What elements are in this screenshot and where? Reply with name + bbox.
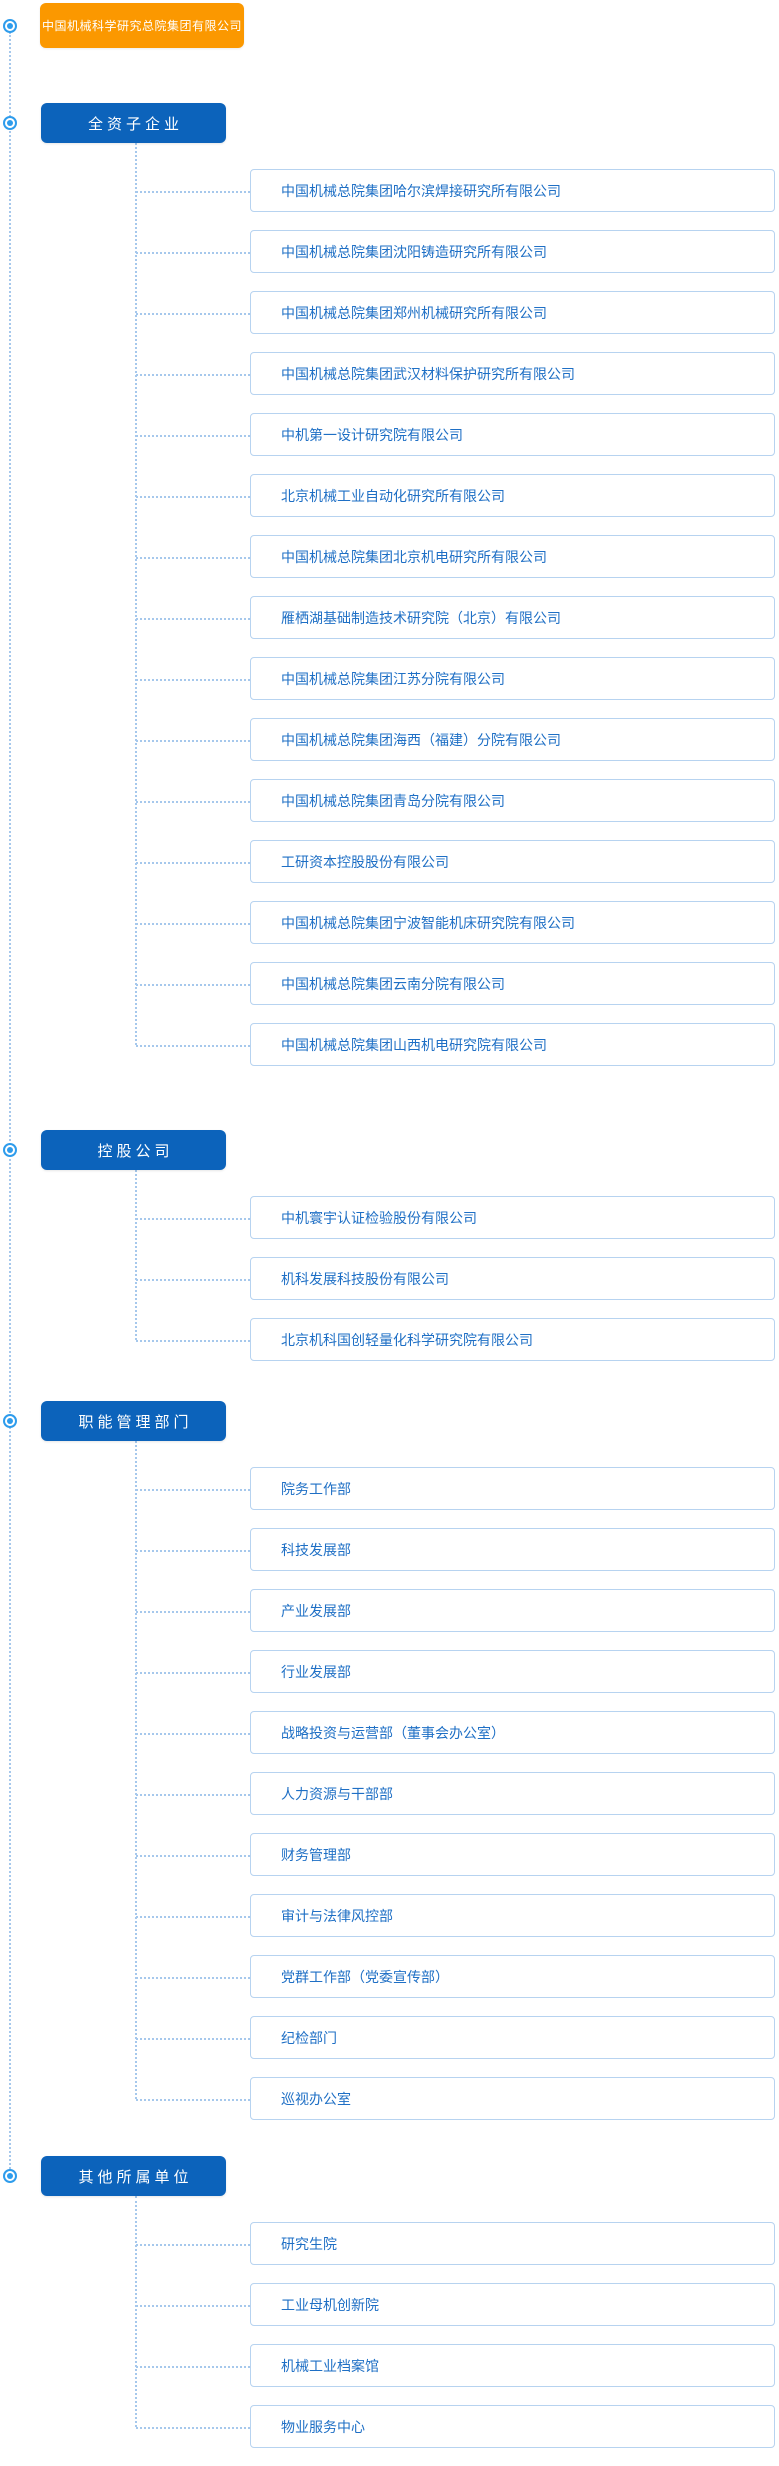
- tree-bullet-icon: [3, 2169, 17, 2183]
- section-button-departments[interactable]: 职能管理部门: [41, 1401, 226, 1441]
- org-item[interactable]: 党群工作部（党委宣传部）: [136, 1955, 775, 1998]
- section-items: 中国机械总院集团哈尔滨焊接研究所有限公司 中国机械总院集团沈阳铸造研究所有限公司…: [135, 143, 775, 1066]
- tree-bullet-icon: [3, 116, 17, 130]
- bullet-dot-icon: [7, 2173, 13, 2179]
- section-items: 研究生院 工业母机创新院 机械工业档案馆 物业服务中心: [135, 2196, 775, 2448]
- org-item[interactable]: 产业发展部: [136, 1589, 775, 1632]
- tree-bullet-icon: [3, 1143, 17, 1157]
- org-item[interactable]: 工业母机创新院: [136, 2283, 775, 2326]
- section-functional-departments: 职能管理部门 院务工作部 科技发展部 产业发展部 行业发展部 战略投资与运营部（…: [0, 1401, 779, 2120]
- section-wholly-owned: 全资子企业 中国机械总院集团哈尔滨焊接研究所有限公司 中国机械总院集团沈阳铸造研…: [0, 103, 779, 1066]
- section-items: 中机寰宇认证检验股份有限公司 机科发展科技股份有限公司 北京机科国创轻量化科学研…: [135, 1170, 775, 1361]
- org-item[interactable]: 中国机械总院集团云南分院有限公司: [136, 962, 775, 1005]
- bullet-dot-icon: [7, 120, 13, 126]
- tree-bullet-icon: [3, 18, 17, 33]
- org-item[interactable]: 中国机械总院集团山西机电研究院有限公司: [136, 1023, 775, 1066]
- org-item[interactable]: 中国机械总院集团沈阳铸造研究所有限公司: [136, 230, 775, 273]
- tree-bullet-icon: [3, 1414, 17, 1428]
- org-item[interactable]: 中国机械总院集团宁波智能机床研究院有限公司: [136, 901, 775, 944]
- org-item[interactable]: 行业发展部: [136, 1650, 775, 1693]
- org-item[interactable]: 北京机械工业自动化研究所有限公司: [136, 474, 775, 517]
- org-item[interactable]: 中机第一设计研究院有限公司: [136, 413, 775, 456]
- org-item[interactable]: 科技发展部: [136, 1528, 775, 1571]
- section-items: 院务工作部 科技发展部 产业发展部 行业发展部 战略投资与运营部（董事会办公室）…: [135, 1441, 775, 2120]
- org-item[interactable]: 研究生院: [136, 2222, 775, 2265]
- org-item[interactable]: 中国机械总院集团北京机电研究所有限公司: [136, 535, 775, 578]
- root-node[interactable]: 中国机械科学研究总院集团有限公司: [40, 3, 244, 48]
- section-header-row: 全资子企业: [0, 103, 779, 143]
- org-item[interactable]: 纪检部门: [136, 2016, 775, 2059]
- org-item[interactable]: 中国机械总院集团海西（福建）分院有限公司: [136, 718, 775, 761]
- org-item[interactable]: 院务工作部: [136, 1467, 775, 1510]
- org-item[interactable]: 中国机械总院集团青岛分院有限公司: [136, 779, 775, 822]
- org-item[interactable]: 财务管理部: [136, 1833, 775, 1876]
- org-item[interactable]: 雁栖湖基础制造技术研究院（北京）有限公司: [136, 596, 775, 639]
- section-other-units: 其他所属单位 研究生院 工业母机创新院 机械工业档案馆 物业服务中心: [0, 2156, 779, 2448]
- org-item[interactable]: 工研资本控股股份有限公司: [136, 840, 775, 883]
- org-item[interactable]: 人力资源与干部部: [136, 1772, 775, 1815]
- tree-spine-line: [9, 32, 11, 2176]
- section-header-row: 职能管理部门: [0, 1401, 779, 1441]
- org-item[interactable]: 机械工业档案馆: [136, 2344, 775, 2387]
- org-item[interactable]: 中国机械总院集团武汉材料保护研究所有限公司: [136, 352, 775, 395]
- org-item[interactable]: 战略投资与运营部（董事会办公室）: [136, 1711, 775, 1754]
- org-item[interactable]: 北京机科国创轻量化科学研究院有限公司: [136, 1318, 775, 1361]
- org-item[interactable]: 物业服务中心: [136, 2405, 775, 2448]
- bullet-dot-icon: [7, 22, 13, 29]
- org-item[interactable]: 中国机械总院集团哈尔滨焊接研究所有限公司: [136, 169, 775, 212]
- org-item[interactable]: 中国机械总院集团郑州机械研究所有限公司: [136, 291, 775, 334]
- org-item[interactable]: 巡视办公室: [136, 2077, 775, 2120]
- section-button-holding[interactable]: 控股公司: [41, 1130, 226, 1170]
- section-header-row: 其他所属单位: [0, 2156, 779, 2196]
- section-button-other-units[interactable]: 其他所属单位: [41, 2156, 226, 2196]
- org-item[interactable]: 机科发展科技股份有限公司: [136, 1257, 775, 1300]
- section-holding-companies: 控股公司 中机寰宇认证检验股份有限公司 机科发展科技股份有限公司 北京机科国创轻…: [0, 1130, 779, 1361]
- org-item[interactable]: 中机寰宇认证检验股份有限公司: [136, 1196, 775, 1239]
- org-item[interactable]: 中国机械总院集团江苏分院有限公司: [136, 657, 775, 700]
- section-button-wholly-owned[interactable]: 全资子企业: [41, 103, 226, 143]
- section-header-row: 控股公司: [0, 1130, 779, 1170]
- org-item[interactable]: 审计与法律风控部: [136, 1894, 775, 1937]
- bullet-dot-icon: [7, 1418, 13, 1424]
- bullet-dot-icon: [7, 1147, 13, 1153]
- root-row: 中国机械科学研究总院集团有限公司: [0, 0, 779, 48]
